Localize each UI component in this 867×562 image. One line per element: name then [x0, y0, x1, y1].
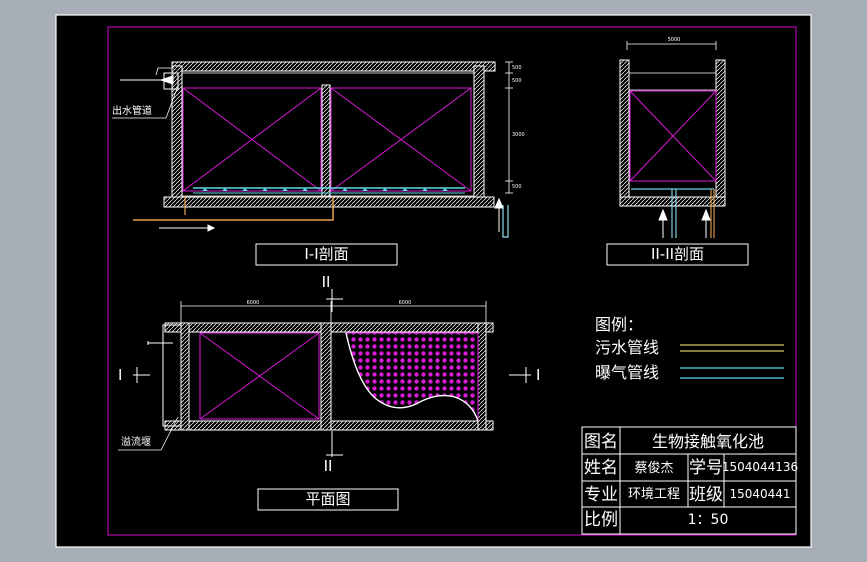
diffuser — [282, 188, 288, 191]
section-ii-ii-label: II-II剖面 — [651, 245, 704, 263]
ii-media-frame — [629, 90, 717, 182]
class-number: 15040441 — [729, 487, 790, 501]
ii-left-wall — [619, 59, 630, 207]
cut-mark-right: I — [536, 366, 540, 384]
middle-wall — [321, 84, 331, 201]
diffuser — [222, 188, 228, 191]
weir-label: 溢流堰 — [121, 435, 151, 448]
legend: 图例： 污水管线 曝气管线 — [595, 315, 784, 382]
class-label: 班级 — [689, 485, 723, 505]
outlet-pipe-label: 出水管道 — [112, 104, 152, 117]
plan-weir-channel — [162, 324, 182, 427]
major-label: 专业 — [584, 485, 618, 505]
ii-air-arrow-left — [658, 208, 668, 238]
diffuser — [302, 188, 308, 191]
height-dimension-text: 3000 — [512, 132, 525, 138]
height-dimension-text: 500 — [512, 184, 522, 190]
title-block: 图名 生物接触氧化池 姓名 蔡俊杰 学号 1504044136 专业 环境工程 … — [581, 426, 798, 535]
plan-outlet-pipe — [147, 341, 173, 345]
student-name: 蔡俊杰 — [634, 461, 673, 476]
diffuser — [422, 188, 428, 191]
ii-media-cross-b — [629, 90, 717, 182]
media-frame-right — [330, 87, 472, 192]
cut-mark-left: I — [118, 366, 122, 384]
left-wall — [171, 65, 183, 203]
height-dimension-text: 500 — [512, 65, 522, 71]
diffuser — [382, 188, 388, 191]
drawing-name: 生物接触氧化池 — [652, 432, 764, 451]
cut-mark-bottom: II — [324, 457, 333, 475]
plan-dimension-text: 6000 — [247, 300, 260, 306]
media-frame-left — [182, 87, 322, 192]
section-i-i: 出水管道 500 500 3000 500 I-I剖面 — [112, 61, 525, 266]
bottom-slab — [163, 196, 495, 208]
plan-middle-wall — [320, 322, 332, 431]
plan-label-box — [257, 488, 399, 511]
inlet-flow-arrow — [159, 224, 216, 232]
diffuser — [202, 188, 208, 191]
diffuser — [342, 188, 348, 191]
weir-label-leader — [160, 416, 179, 451]
media-cross-right-b — [330, 87, 472, 192]
ii-air-arrow-right — [701, 208, 711, 238]
diffuser — [402, 188, 408, 191]
ii-width-dimension-text: 5000 — [668, 37, 681, 43]
plan-media-frame-left — [199, 332, 320, 420]
plan-label: 平面图 — [305, 490, 350, 508]
outlet-label-leader — [165, 85, 179, 119]
student-id-label: 学号 — [689, 458, 723, 478]
ii-aeration-riser — [671, 189, 677, 238]
section-ii-ii-label-box — [606, 243, 749, 266]
media-cross-left-b — [182, 87, 322, 192]
cut-mark-top: II — [322, 273, 331, 291]
top-slab — [171, 61, 496, 72]
plan-media-cut-curve — [345, 332, 479, 422]
ii-right-wall — [715, 59, 726, 207]
right-wall — [473, 65, 485, 203]
plan-dimension-text: 6000 — [399, 300, 412, 306]
scale-label: 比例 — [584, 510, 618, 530]
plan-left-wall — [180, 322, 190, 431]
magenta-frame — [107, 26, 797, 536]
name-label: 姓名 — [584, 458, 618, 478]
outlet-arrow — [120, 75, 174, 85]
diffuser — [242, 188, 248, 191]
section-i-i-label-box — [255, 243, 398, 266]
plan-media-cross-left-b — [199, 332, 320, 420]
drawing-name-label: 图名 — [584, 432, 618, 452]
diffuser — [442, 188, 448, 191]
scale-value: 1：50 — [688, 512, 729, 528]
height-dimension-text: 500 — [512, 78, 522, 84]
outlet-leader — [155, 67, 174, 76]
legend-sewage-label: 污水管线 — [595, 338, 659, 357]
sewage-inlet-pipe-i — [133, 197, 334, 221]
diffuser — [262, 188, 268, 191]
major: 环境工程 — [628, 487, 680, 502]
plan-right-wall — [477, 322, 487, 431]
plan-view: II II I I — [118, 273, 540, 511]
diffuser — [362, 188, 368, 191]
air-arrow-i — [494, 197, 504, 232]
section-ii-ii: 5000 II-II剖面 — [606, 37, 749, 266]
legend-title: 图例： — [595, 315, 643, 334]
legend-aeration-label: 曝气管线 — [595, 363, 659, 382]
aeration-riser-i — [502, 205, 509, 238]
section-i-i-label: I-I剖面 — [304, 245, 348, 263]
student-id: 1504044136 — [722, 460, 798, 474]
ii-sewage-riser — [710, 189, 715, 238]
